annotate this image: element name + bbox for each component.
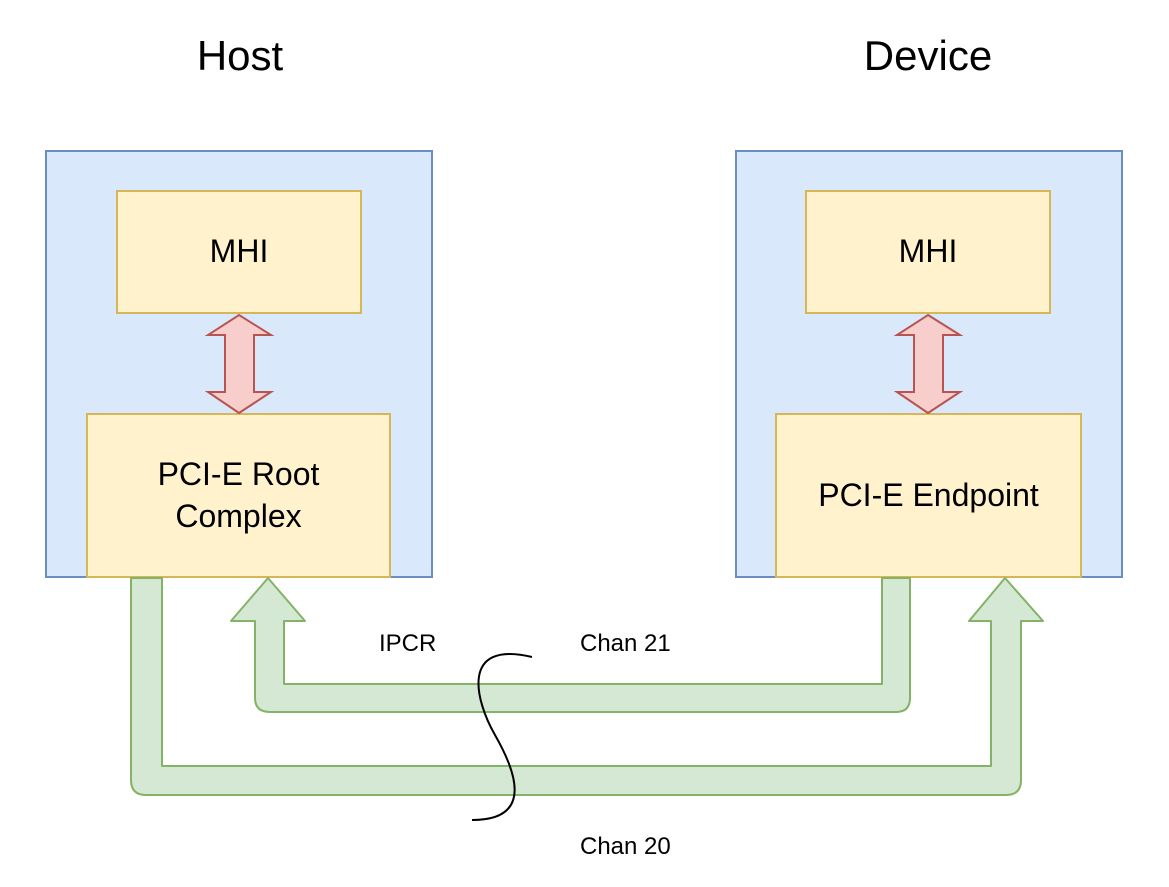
host-bidirectional-arrow <box>204 313 275 415</box>
host-mhi-label: MHI <box>209 233 269 270</box>
host-pcie-label-line1: PCI-E Root <box>157 455 320 492</box>
device-pcie-label: PCI-E Endpoint <box>818 476 1039 513</box>
chan20-arrow <box>130 577 1044 796</box>
host-title: Host <box>196 32 284 79</box>
host-pcie-label: PCI-E Root Complex <box>87 414 390 577</box>
device-title: Device <box>863 32 993 79</box>
channel-break-curve <box>471 653 533 821</box>
chan20-label: Chan 20 <box>580 833 671 860</box>
device-mhi-box <box>805 190 1051 314</box>
host-mhi-box <box>116 190 362 314</box>
host-pcie-box <box>86 413 391 578</box>
device-pcie-box <box>775 413 1082 578</box>
host-pcie-label-line2: Complex <box>175 497 302 534</box>
chan21-arrow <box>230 577 911 713</box>
device-mhi-label: MHI <box>898 233 958 270</box>
ipcr-label: IPCR <box>379 630 437 657</box>
chan21-label: Chan 21 <box>580 630 671 657</box>
device-bidirectional-arrow <box>893 313 964 415</box>
